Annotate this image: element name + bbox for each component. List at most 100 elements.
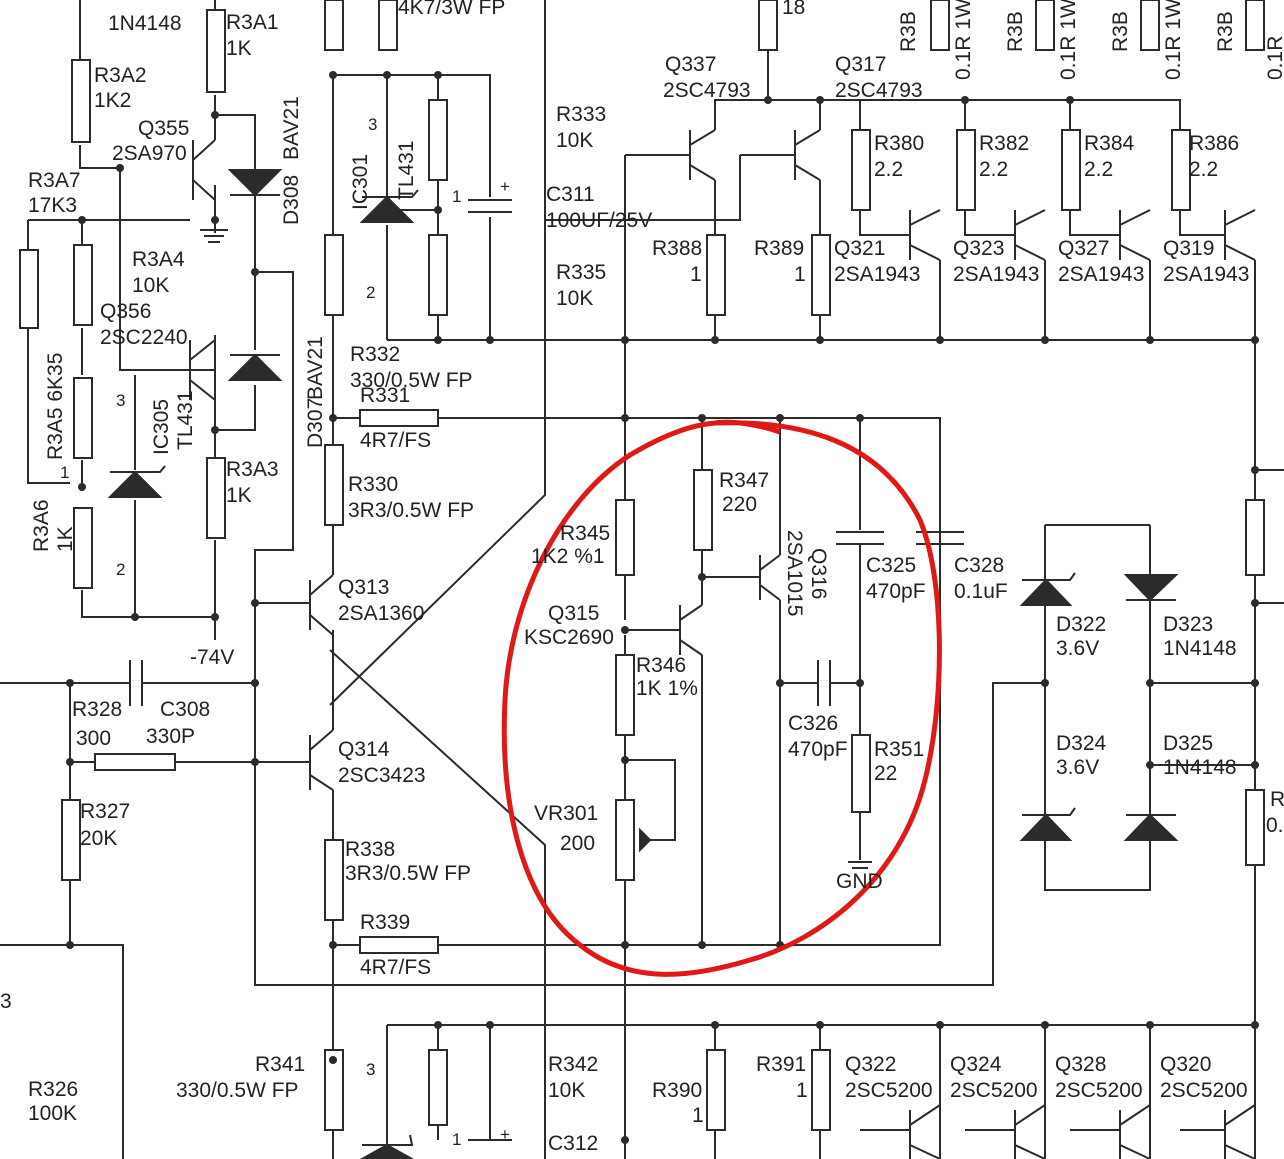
pin-2-ic301: 2	[366, 283, 375, 302]
label-q356-value: 2SC2240	[100, 326, 188, 349]
pin-3-ic305: 3	[116, 391, 125, 410]
label-r341: R341	[255, 1053, 305, 1076]
label-r346: R346	[636, 654, 686, 677]
label-ic305: IC305	[150, 399, 173, 455]
label-q317-value: 2SC4793	[835, 79, 923, 102]
label-r3b-b: R3B	[1004, 11, 1027, 52]
label-d322-value: 3.6V	[1056, 637, 1099, 660]
label-r3b-c: R3B	[1109, 11, 1132, 52]
label-r347: R347	[719, 469, 769, 492]
label-r382: R382	[979, 132, 1029, 155]
label-r342-value: 10K	[548, 1079, 585, 1102]
label-d308-value: BAV21	[280, 96, 303, 160]
label-r3a4: R3A4	[132, 248, 185, 271]
label-r3b-a-value: 0.1R 1W	[952, 0, 975, 80]
label-ic301: IC301	[349, 154, 372, 210]
label-r3a2-value: 1K2	[94, 89, 131, 112]
label-r3b-d: R3B	[1214, 11, 1237, 52]
label-q321-value: 2SA1943	[834, 263, 920, 286]
label-r384: R384	[1084, 132, 1135, 155]
label-q355-value: 2SA970	[112, 142, 187, 165]
label-r335-value: 10K	[556, 287, 593, 310]
label-r333: R333	[556, 103, 606, 126]
label-edge-3: 3	[0, 990, 12, 1013]
transistors	[189, 129, 1256, 1159]
pin-1-ic301: 1	[452, 187, 461, 206]
label-edge-0: 0.	[1266, 814, 1284, 837]
label-r382-value: 2.2	[979, 158, 1008, 181]
label-r3b-d-value: 0.1R	[1264, 36, 1284, 80]
label-d323-value: 1N4148	[1163, 637, 1237, 660]
label-r332: R332	[350, 343, 400, 366]
label-q355: Q355	[138, 117, 189, 140]
label-r330: R330	[348, 473, 398, 496]
label-q319-value: 2SA1943	[1163, 263, 1249, 286]
label-c326: C326	[788, 712, 838, 735]
pin-3-bottom: 3	[366, 1060, 375, 1079]
label-q316-value: 2SA1015	[783, 530, 806, 616]
label-c308-value: 330P	[146, 725, 195, 748]
label-r384-value: 2.2	[1084, 158, 1113, 181]
label-r388-value: 1	[690, 263, 702, 286]
label-r386-value: 2.2	[1189, 158, 1218, 181]
label-r341-value: 330/0.5W FP	[176, 1079, 299, 1102]
label-q328: Q328	[1055, 1053, 1106, 1076]
label-1n4148-top: 1N4148	[108, 12, 182, 35]
label-q322-value: 2SC5200	[845, 1079, 933, 1102]
label-r326-value: 100K	[28, 1102, 77, 1125]
label-r345-value: 1K2 %1	[531, 545, 605, 568]
label-r346-value: 1K 1%	[636, 677, 698, 700]
label-q323: Q323	[953, 237, 1004, 260]
label-r389: R389	[754, 237, 804, 260]
label-q327: Q327	[1058, 237, 1109, 260]
label-r338-value: 3R3/0.5W FP	[345, 862, 471, 885]
capacitors	[129, 199, 964, 1141]
label-q327-value: 2SA1943	[1058, 263, 1144, 286]
label-c311-value: 100UF/25V	[546, 209, 652, 232]
label-r391: R391	[756, 1053, 806, 1076]
label-c328: C328	[954, 554, 1004, 577]
label-d324: D324	[1056, 732, 1107, 755]
label-c325-value: 470pF	[866, 580, 926, 603]
label-r3a7: R3A7	[28, 169, 81, 192]
label-q320-value: 2SC5200	[1160, 1079, 1248, 1102]
label-q356: Q356	[100, 300, 151, 323]
label-r351: R351	[874, 738, 924, 761]
label-q317: Q317	[835, 53, 886, 76]
label-r347-value: 220	[722, 493, 757, 516]
label-r331: R331	[360, 384, 410, 407]
label-q328-value: 2SC5200	[1055, 1079, 1143, 1102]
label-r3a6-value: 1K	[54, 526, 77, 552]
label-r389-value: 1	[794, 263, 806, 286]
label-r3a5: R3A5 6K35	[44, 353, 67, 460]
label-q322: Q322	[845, 1053, 896, 1076]
label-r3a3-value: 1K	[226, 484, 252, 507]
label-r3a2: R3A2	[94, 64, 147, 87]
label-r388: R388	[652, 237, 702, 260]
label-q323-value: 2SA1943	[953, 263, 1039, 286]
label-vr301-value: 200	[560, 832, 595, 855]
label-r391-value: 1	[796, 1079, 808, 1102]
label-r342: R342	[548, 1053, 598, 1076]
label-r3b-b-value: 0.1R 1W	[1057, 0, 1080, 80]
label-d325: D325	[1163, 732, 1213, 755]
resistors	[19, 0, 1265, 1131]
label-q314: Q314	[338, 738, 390, 761]
label-vr301: VR301	[534, 802, 598, 825]
label-r3a3: R3A3	[226, 458, 279, 481]
label-r3a1: R3A1	[226, 11, 279, 34]
label-q324-value: 2SC5200	[950, 1079, 1038, 1102]
label-r345: R345	[560, 522, 610, 545]
label-c326-value: 470pF	[788, 738, 848, 761]
label-r330-value: 3R3/0.5W FP	[348, 499, 474, 522]
label-top-res: 4K7/3W FP	[398, 0, 505, 19]
label-d325-value: 1N4148	[1163, 756, 1237, 779]
diodes	[107, 169, 1179, 1159]
label-ic301-value: TL431	[395, 140, 418, 200]
label-r328: R328	[72, 698, 122, 721]
label-gnd: GND	[836, 870, 883, 893]
pin-2-ic305: 2	[116, 560, 125, 579]
label-q315-value: KSC2690	[524, 626, 614, 649]
